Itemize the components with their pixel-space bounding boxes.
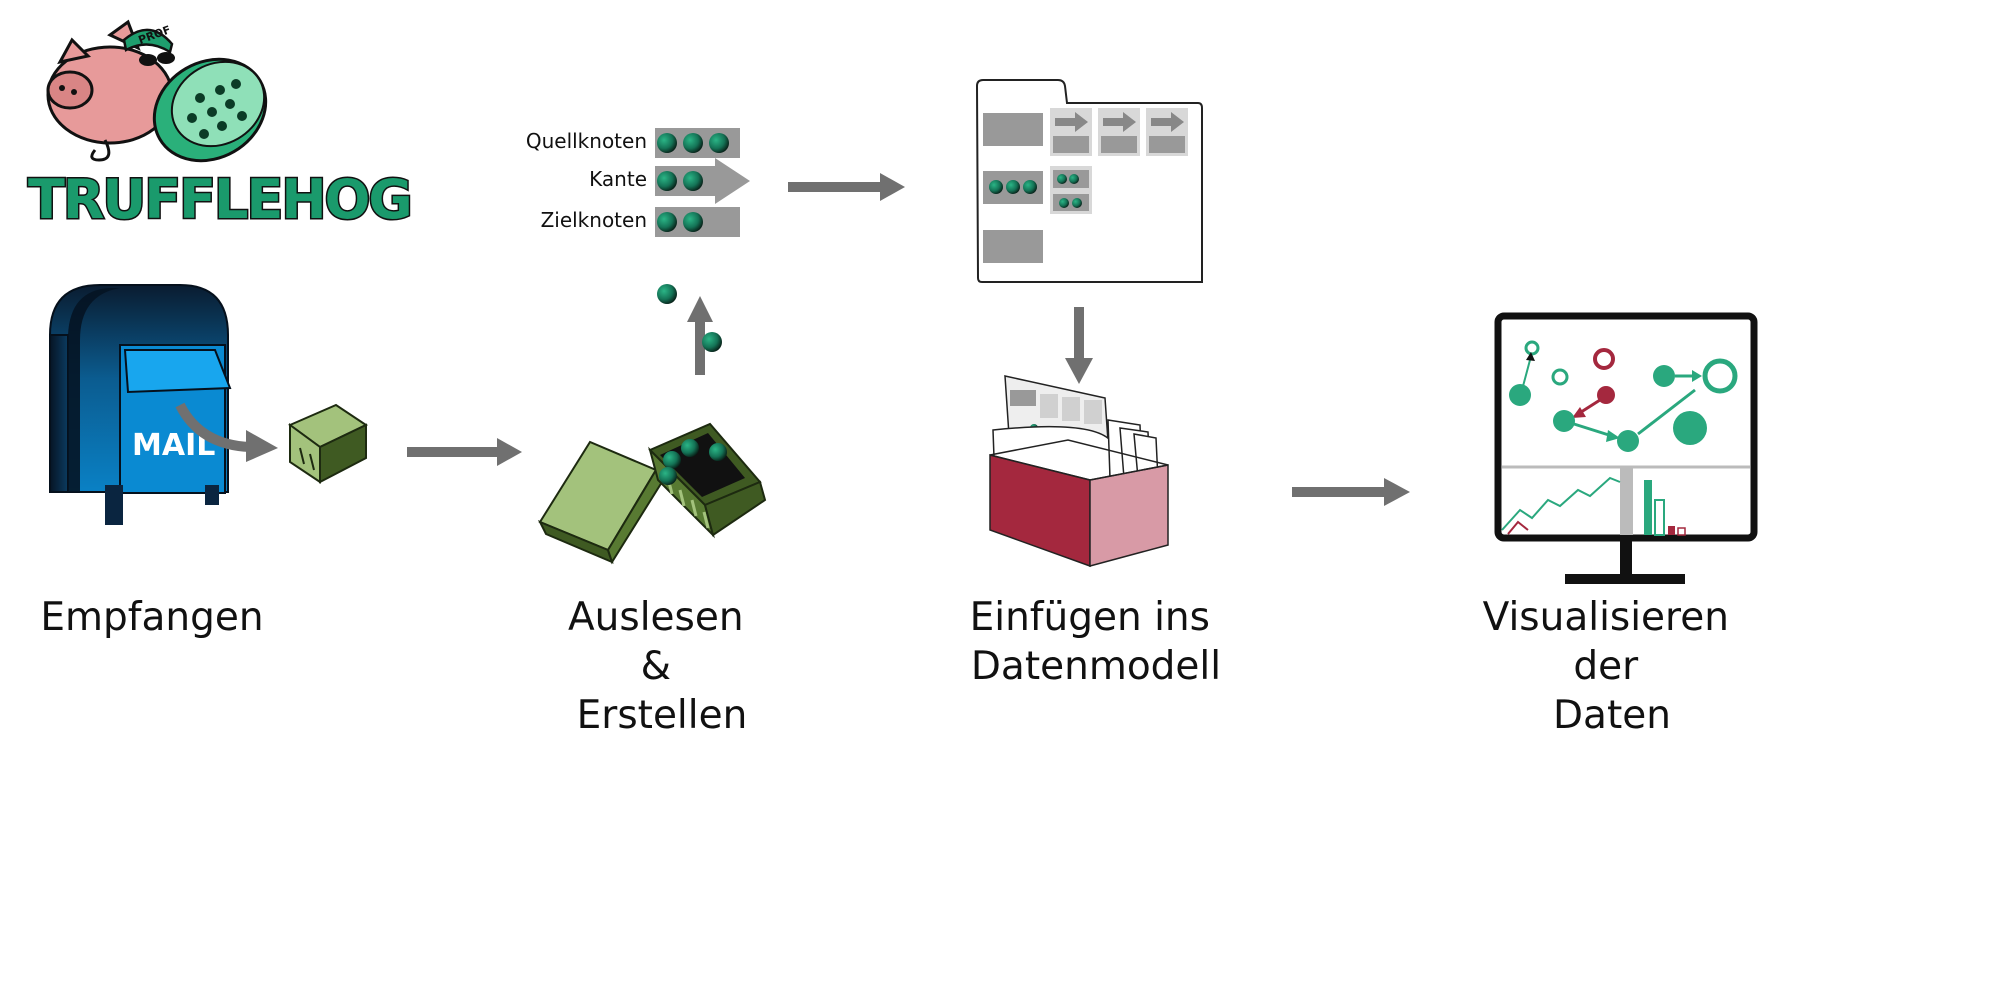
step-label-visualize-line: Daten xyxy=(1553,693,1671,738)
logo-text: TRUFFLEHOG xyxy=(28,168,411,231)
step-label-visualize-line: der xyxy=(1573,644,1639,689)
step-label-visualize: Visualisieren der Daten xyxy=(1483,595,1742,738)
mailbox-icon: MAIL xyxy=(48,284,232,525)
step-label-insert: Einfügen ins Datenmodell xyxy=(970,595,1223,689)
step-label-extract-line: Erstellen xyxy=(577,693,748,738)
edge-label: Kante xyxy=(589,167,647,191)
mailbox-arrow-head xyxy=(246,430,278,462)
folder-icon xyxy=(975,79,1203,283)
monitor-icon xyxy=(1494,312,1758,584)
arrow-schema-folder xyxy=(788,173,905,201)
step-label-extract: Auslesen & Erstellen xyxy=(568,595,756,738)
arrow-folder-filebox xyxy=(1065,307,1093,384)
open-box-icon xyxy=(537,422,767,565)
step-label-visualize-line: Visualisieren xyxy=(1483,595,1729,640)
floating-node-ball xyxy=(702,332,722,352)
file-box-icon xyxy=(989,375,1169,568)
graph-schema-icon: Quellknoten Kante Zielknoten xyxy=(526,128,750,237)
package-icon xyxy=(288,403,369,484)
source-node-label: Quellknoten xyxy=(526,129,647,153)
arrow-receive-extract xyxy=(407,438,522,466)
step-label-receive-line: Empfangen xyxy=(40,595,263,640)
mailbox-curved-arrow xyxy=(175,402,251,452)
step-label-insert-line: Einfügen ins xyxy=(970,595,1210,640)
step-label-insert-line: Datenmodell xyxy=(971,644,1221,689)
trufflehog-logo-icon: PROF TRUFFLEHOG xyxy=(27,19,414,233)
extract-up-arrow xyxy=(657,284,722,375)
target-node-label: Zielknoten xyxy=(541,208,647,232)
step-label-receive: Empfangen xyxy=(40,595,263,640)
floating-node-ball xyxy=(657,284,677,304)
step-label-extract-line: & xyxy=(641,644,671,689)
arrow-filebox-monitor xyxy=(1292,478,1410,506)
step-label-extract-line: Auslesen xyxy=(568,595,744,640)
